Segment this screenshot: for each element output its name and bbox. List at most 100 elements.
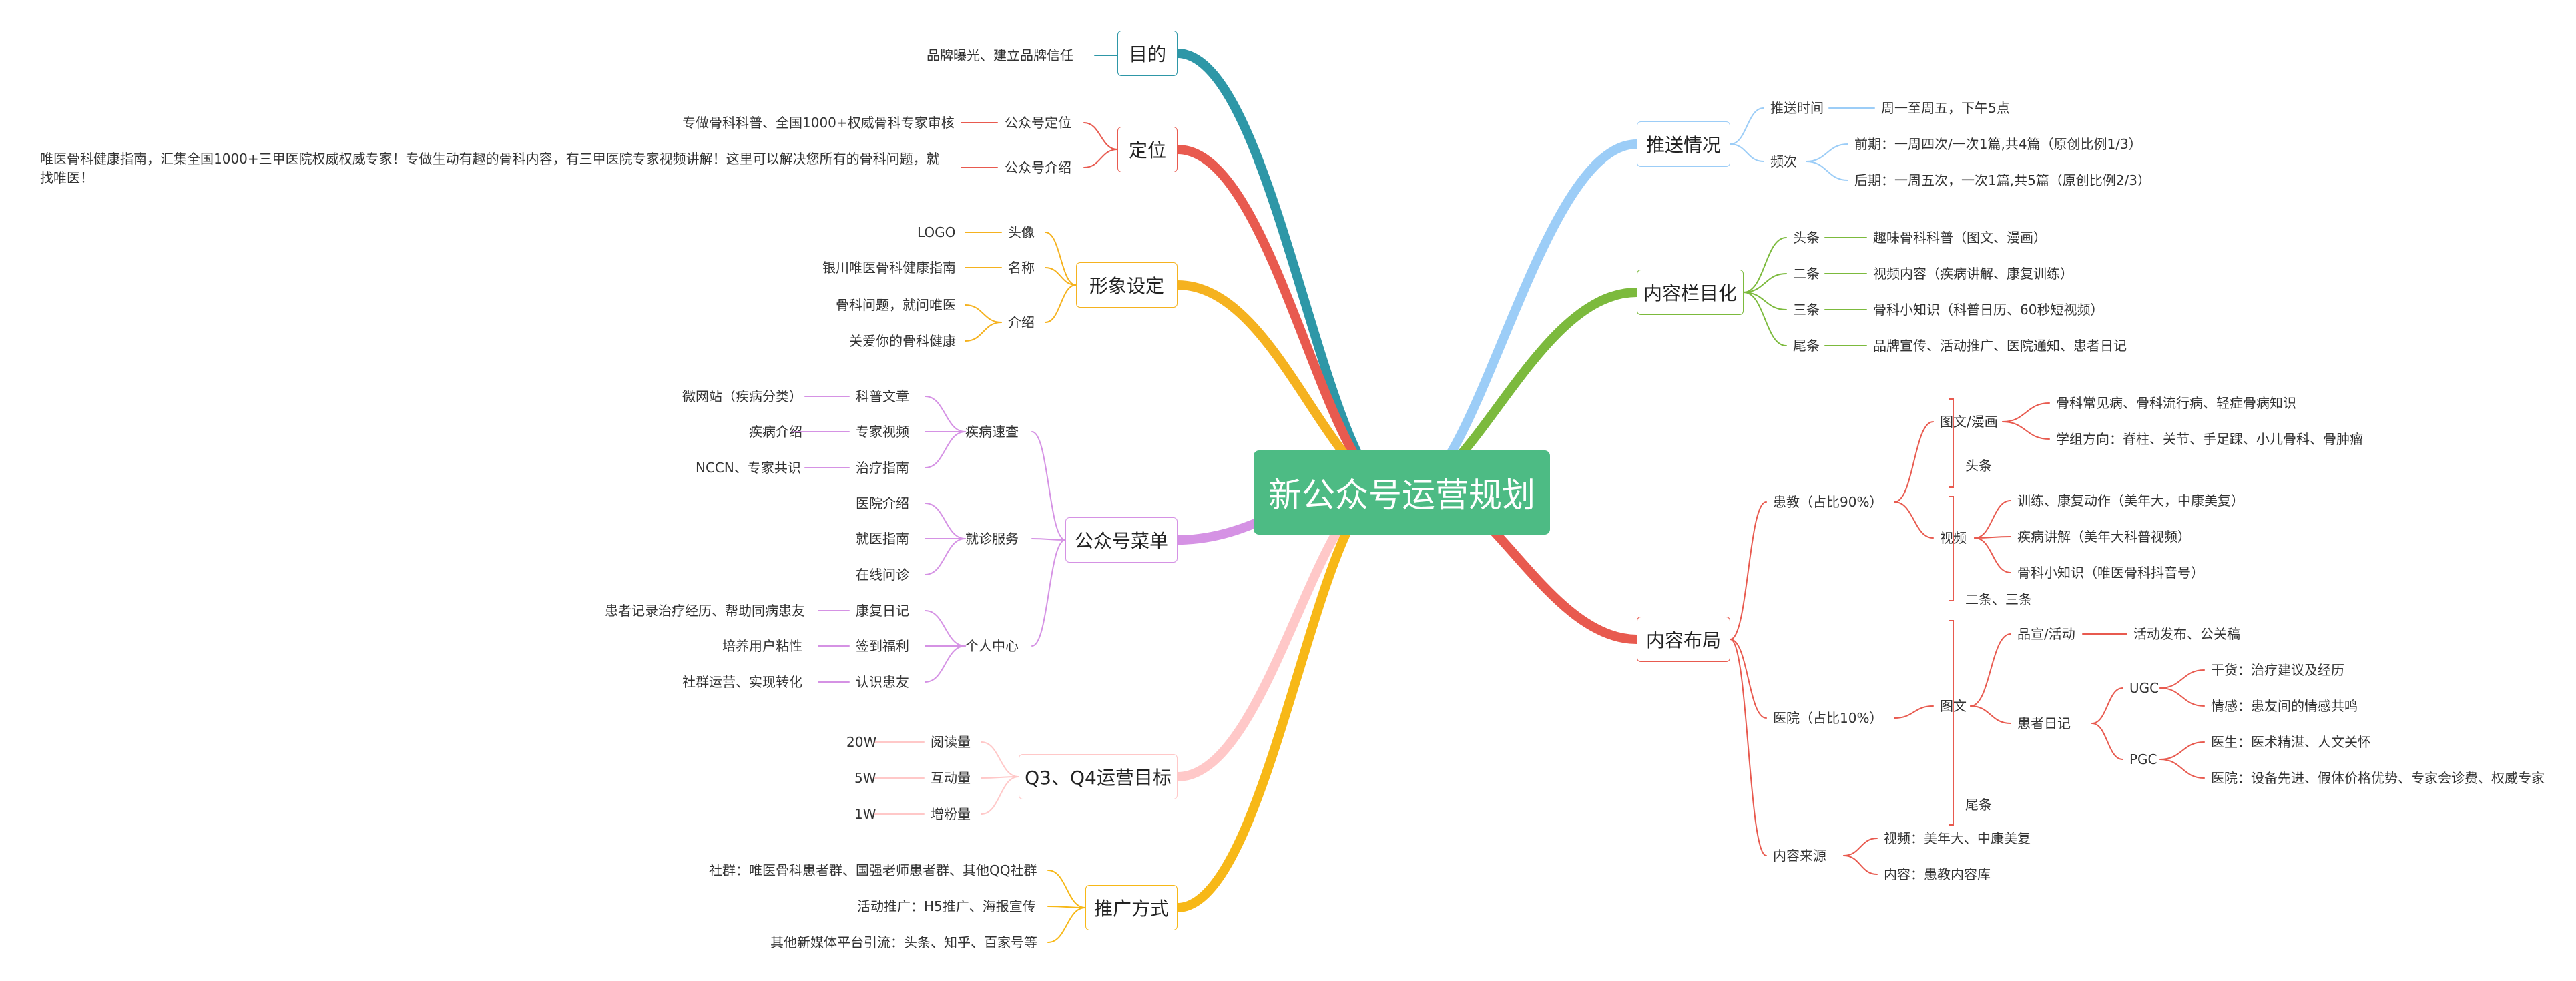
link-tuisong-1: [1730, 143, 1764, 162]
topic-mubiao[interactable]: Q3、Q4运营目标: [1019, 754, 1178, 799]
item-kangfu[interactable]: 康复日记: [856, 603, 909, 619]
leaf-tuisong-time: 周一至周五，下午5点: [1881, 100, 2010, 116]
item-zengfen[interactable]: 增粉量: [931, 806, 971, 822]
item-ertiao[interactable]: 二条: [1793, 266, 1820, 282]
link-tuisong-0: [1730, 107, 1764, 145]
tag-weitiao: 尾条: [1965, 797, 1992, 813]
link-hj-tuwen-0: [2002, 402, 2050, 422]
sub-pinxuan[interactable]: 品宣/活动: [2017, 626, 2075, 642]
leaf-ertiao: 视频内容（疾病讲解、康复训练）: [1873, 266, 2073, 282]
leaf-pinci-1: 后期：一周五次，一次1篇,共5篇（原创比例2/3）: [1854, 172, 2151, 188]
link-dingwei-1: [1083, 149, 1118, 168]
link-hj-tuwen-1: [2002, 421, 2050, 440]
item-santiao[interactable]: 三条: [1793, 302, 1820, 318]
bracket-weitiao: [1949, 620, 1954, 826]
leaf-logo: LOGO: [917, 224, 956, 240]
item-kepu[interactable]: 科普文章: [856, 388, 909, 404]
leaf-jieshao-a: 骨科问题，就问唯医: [836, 297, 956, 313]
item-zaixian[interactable]: 在线问诊: [856, 567, 909, 583]
leaf-kangfu: 患者记录治疗经历、帮助同病患友: [605, 603, 805, 619]
leaf-huanjiao-tuwen-0: 骨科常见病、骨科流行病、轻症骨病知识: [2056, 395, 2296, 411]
leaf-mudi-0: 品牌曝光、建立品牌信任: [927, 47, 1073, 63]
root-topic[interactable]: 新公众号运营规划: [1254, 450, 1550, 535]
topic-caidan[interactable]: 公众号菜单: [1065, 517, 1178, 563]
sub-laiyuan[interactable]: 内容来源: [1773, 848, 1826, 864]
link-riji-1: [2091, 723, 2123, 760]
sub-gongzhonghao-dingwei[interactable]: 公众号定位: [1005, 115, 1071, 131]
link-huanjiao-0: [1894, 421, 1934, 503]
topic-tuisong[interactable]: 推送情况: [1637, 121, 1730, 167]
item-zhiliao[interactable]: 治疗指南: [856, 460, 909, 476]
sub-huanjiao-tuwen[interactable]: 图文/漫画: [1940, 414, 1998, 430]
sub-touxiang[interactable]: 头像: [1008, 224, 1035, 240]
link-geren-0: [925, 610, 966, 647]
sub-gongzhonghao-jieshao[interactable]: 公众号介绍: [1005, 159, 1071, 176]
sub-tuisong-time[interactable]: 推送时间: [1770, 100, 1824, 116]
leaf-hudong: 5W: [854, 770, 876, 786]
link-geren-2: [925, 645, 966, 683]
group-jiuzhen[interactable]: 就诊服务: [965, 531, 1019, 547]
link-laiyuan-0: [1843, 838, 1878, 856]
sub-yiyuan-tuwen[interactable]: 图文: [1940, 698, 1967, 714]
item-toutiao[interactable]: 头条: [1793, 230, 1820, 246]
leaf-pgc-0: 医生：医术精湛、人文关怀: [2211, 734, 2371, 750]
sub-jieshao[interactable]: 介绍: [1008, 314, 1035, 330]
link-tuiguang-2: [1047, 907, 1086, 943]
link-xingxiang-0: [1045, 232, 1077, 286]
link-riji-0: [2091, 687, 2123, 724]
sub-pgc[interactable]: PGC: [2129, 751, 2157, 767]
leaf-yuedu: 20W: [846, 734, 877, 750]
sub-riji[interactable]: 患者日记: [2017, 715, 2071, 731]
leaf-qiandao: 培养用户粘性: [722, 638, 802, 654]
group-jibing[interactable]: 疾病速查: [965, 424, 1019, 440]
topic-buju[interactable]: 内容布局: [1637, 617, 1730, 662]
bracket-ertiao: [1949, 496, 1954, 601]
link-mubiao-0: [981, 741, 1019, 777]
sub-huanjiao-shipin[interactable]: 视频: [1940, 530, 1967, 546]
topic-lanmu[interactable]: 内容栏目化: [1637, 270, 1744, 315]
link-hj-shipin-2: [1974, 537, 2011, 573]
main-branch-tuiguang: [1173, 486, 1393, 912]
link-caidan-1: [1031, 538, 1066, 541]
sub-mingcheng[interactable]: 名称: [1008, 260, 1035, 276]
link-pgc-1: [2159, 759, 2205, 779]
item-qiandao[interactable]: 签到福利: [856, 638, 909, 654]
link-lanmu-0: [1743, 237, 1787, 293]
link-yy-tuwen-0: [1970, 633, 2011, 707]
item-yiyuan[interactable]: 医院介绍: [856, 495, 909, 511]
leaf-tuiguang-2: 其他新媒体平台引流：头条、知乎、百家号等: [770, 934, 1037, 950]
item-jiuyi[interactable]: 就医指南: [856, 531, 909, 547]
sub-pinci[interactable]: 频次: [1770, 153, 1797, 170]
item-hudong[interactable]: 互动量: [931, 770, 971, 786]
item-renshi[interactable]: 认识患友: [856, 674, 909, 690]
sub-huanjiao[interactable]: 患教（占比90%）: [1773, 494, 1883, 510]
link-pgc-0: [2159, 741, 2205, 760]
leaf-laiyuan-1: 内容：患教内容库: [1884, 866, 1991, 882]
link-yy-tuwen-1: [1970, 705, 2011, 724]
link-yiyuan-0: [1894, 705, 1934, 719]
leaf-pinci-0: 前期：一周四次/一次1篇,共4篇（原创比例1/3）: [1854, 136, 2142, 152]
sub-yiyuan[interactable]: 医院（占比10%）: [1773, 710, 1883, 726]
leaf-weitiao: 品牌宣传、活动推广、医院通知、患者日记: [1873, 338, 2127, 354]
topic-dingwei[interactable]: 定位: [1117, 127, 1178, 172]
item-zhuanjia[interactable]: 专家视频: [856, 424, 909, 440]
sub-ugc[interactable]: UGC: [2129, 680, 2159, 696]
link-pinci-0: [1806, 143, 1848, 162]
topic-tuiguang[interactable]: 推广方式: [1085, 885, 1178, 930]
group-geren[interactable]: 个人中心: [965, 638, 1019, 654]
leaf-santiao: 骨科小知识（科普日历、60秒短视频）: [1873, 302, 2104, 318]
link-ugc-1: [2159, 687, 2205, 707]
link-jieshao-1: [965, 322, 1002, 342]
link-pinci-1: [1806, 161, 1848, 181]
leaf-zengfen: 1W: [854, 806, 876, 822]
leaf-tuiguang-0: 社群：唯医骨科患者群、国强老师患者群、其他QQ社群: [709, 862, 1037, 878]
tag-toutiao: 头条: [1965, 458, 1992, 474]
item-yuedu[interactable]: 阅读量: [931, 734, 971, 750]
bracket-toutiao: [1949, 398, 1954, 488]
topic-mudi[interactable]: 目的: [1117, 31, 1178, 76]
link-buju-1: [1730, 639, 1767, 719]
item-weitiao[interactable]: 尾条: [1793, 338, 1820, 354]
link-buju-2: [1730, 639, 1767, 856]
topic-xingxiang[interactable]: 形象设定: [1076, 262, 1178, 308]
